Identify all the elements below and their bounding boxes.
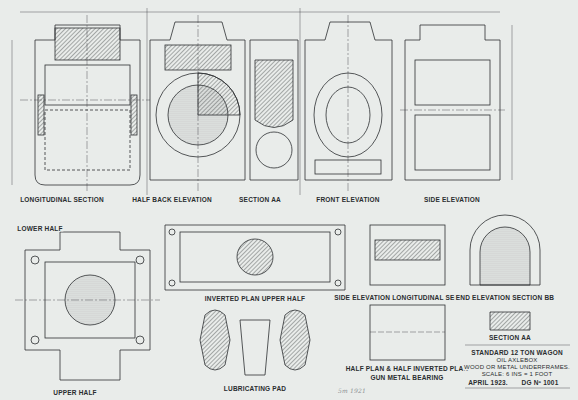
view-title: LUBRICATING PAD — [223, 385, 287, 392]
view-title: SIDE ELEVATION — [423, 196, 481, 203]
title-block: WOOD OR METAL UNDERFRAMES. — [463, 364, 571, 371]
view-title: FRONT ELEVATION — [315, 196, 380, 203]
title-block: OIL AXLEBOX — [496, 357, 539, 364]
view-title: GUN METAL BEARING — [369, 374, 444, 381]
view-title: SECTION AA — [488, 334, 532, 341]
view-title: UPPER HALF — [52, 389, 98, 396]
view-title: LONGITUDINAL SECTION — [19, 196, 105, 203]
date-note: APRIL 1923. — [467, 379, 509, 386]
view-title: END ELEVATION SECTION BB — [455, 294, 555, 301]
drawing-number: DG Nº 1001 — [521, 379, 560, 386]
view-title: LOWER HALF — [16, 225, 63, 232]
scale-note: SCALE: 6 INS = 1 FOOT — [481, 371, 554, 378]
view-title: HALF BACK ELEVATION — [131, 196, 213, 203]
view-title: HALF PLAN & HALF INVERTED PLAN — [345, 365, 470, 372]
view-title: INVERTED PLAN UPPER HALF — [204, 295, 307, 302]
title-block: STANDARD 12 TON WAGON — [470, 349, 564, 356]
view-title: SECTION AA — [238, 196, 282, 203]
pencil-note: 5m 1921 — [337, 387, 367, 394]
